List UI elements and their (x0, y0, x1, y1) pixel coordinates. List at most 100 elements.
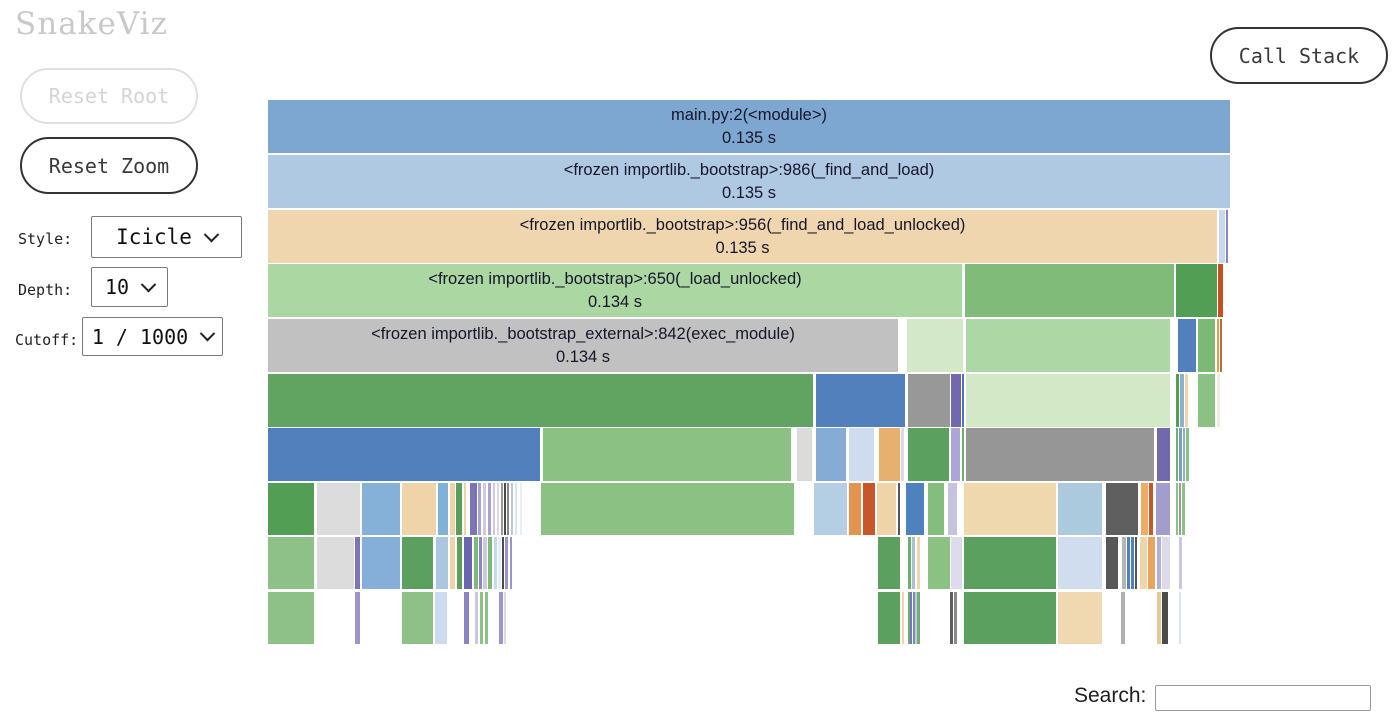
chart-segment[interactable] (1179, 428, 1182, 481)
chart-segment[interactable] (908, 374, 950, 427)
chart-segment[interactable] (464, 592, 469, 644)
chart-segment[interactable] (951, 537, 962, 589)
reset-zoom-button[interactable]: Reset Zoom (20, 137, 198, 194)
chart-segment[interactable] (1157, 592, 1161, 644)
chart-segment[interactable] (950, 592, 953, 644)
chart-segment[interactable] (317, 483, 360, 535)
chart-segment[interactable] (964, 483, 1056, 535)
call-stack-button[interactable]: Call Stack (1210, 27, 1388, 84)
chart-segment[interactable] (965, 264, 1174, 317)
chart-segment[interactable] (479, 537, 482, 589)
chart-segment[interactable] (908, 537, 911, 589)
chart-segment[interactable] (1179, 537, 1182, 589)
chart-segment[interactable] (483, 537, 487, 589)
reset-root-button[interactable]: Reset Root (20, 68, 198, 124)
chart-segment[interactable] (962, 428, 964, 481)
chart-segment[interactable] (1106, 483, 1138, 535)
chart-segment[interactable] (902, 592, 904, 644)
chart-segment[interactable] (1182, 483, 1185, 535)
chart-segment[interactable] (464, 537, 472, 589)
chart-segment[interactable] (863, 483, 875, 535)
chart-segment[interactable] (1131, 537, 1134, 589)
chart-segment[interactable] (474, 537, 478, 589)
chart-segment[interactable] (878, 592, 900, 644)
chart-segment[interactable] (435, 592, 447, 644)
chart-segment[interactable] (1162, 592, 1168, 644)
chart-segment[interactable] (317, 537, 354, 589)
chart-segment[interactable] (1162, 537, 1170, 589)
chart-segment[interactable] (879, 428, 900, 481)
chart-segment[interactable] (502, 537, 504, 589)
chart-segment[interactable] (1219, 210, 1225, 263)
chart-segment[interactable] (814, 483, 847, 535)
chart-segment[interactable] (402, 592, 433, 644)
chart-segment[interactable] (501, 483, 503, 535)
chart-segment[interactable] (457, 537, 462, 589)
chart-segment[interactable] (268, 483, 314, 535)
chart-segment[interactable] (966, 319, 1170, 372)
chart-segment[interactable] (475, 592, 478, 644)
chart-segment[interactable] (1176, 374, 1179, 427)
chart-segment[interactable] (1218, 264, 1223, 317)
chart-segment[interactable] (1220, 319, 1222, 372)
chart-segment[interactable] (520, 483, 522, 535)
chart-segment[interactable] (1156, 483, 1170, 535)
chart-segment[interactable] (1179, 592, 1181, 644)
chart-segment[interactable] (964, 592, 1056, 644)
chart-segment[interactable] (1217, 374, 1220, 427)
chart-segment[interactable] (1179, 483, 1181, 535)
chart-segment[interactable] (470, 483, 477, 535)
chart-segment[interactable] (966, 374, 1170, 427)
chart-frame[interactable]: <frozen importlib._bootstrap_external>:8… (268, 319, 898, 372)
chart-segment[interactable] (1106, 537, 1118, 589)
chart-segment[interactable] (268, 592, 314, 644)
chart-segment[interactable] (915, 592, 917, 644)
chart-segment[interactable] (1058, 537, 1102, 589)
chart-segment[interactable] (1178, 319, 1196, 372)
chart-segment[interactable] (494, 537, 497, 589)
style-select[interactable]: Icicle (91, 216, 242, 258)
chart-segment[interactable] (917, 537, 920, 589)
chart-segment[interactable] (962, 374, 964, 427)
chart-segment[interactable] (966, 428, 1154, 481)
chart-segment[interactable] (543, 428, 791, 481)
chart-segment[interactable] (1149, 483, 1153, 535)
chart-segment[interactable] (268, 428, 540, 481)
chart-segment[interactable] (450, 537, 455, 589)
chart-segment[interactable] (1121, 592, 1125, 644)
chart-segment[interactable] (488, 483, 491, 535)
chart-segment[interactable] (355, 592, 360, 644)
chart-segment[interactable] (948, 483, 957, 535)
chart-segment[interactable] (515, 483, 517, 535)
chart-frame[interactable]: <frozen importlib._bootstrap>:986(_find_… (268, 155, 1230, 208)
chart-frame[interactable]: <frozen importlib._bootstrap>:956(_find_… (268, 210, 1217, 263)
chart-segment[interactable] (908, 592, 910, 644)
chart-segment[interactable] (849, 483, 861, 535)
cutoff-select[interactable]: 1 / 1000 (82, 317, 223, 356)
chart-segment[interactable] (1185, 374, 1188, 427)
chart-segment[interactable] (504, 483, 506, 535)
chart-segment[interactable] (951, 374, 961, 427)
chart-segment[interactable] (1183, 428, 1185, 481)
chart-segment[interactable] (483, 483, 486, 535)
chart-segment[interactable] (878, 537, 900, 589)
chart-segment[interactable] (908, 428, 949, 481)
chart-segment[interactable] (898, 483, 900, 535)
chart-segment[interactable] (268, 374, 813, 427)
chart-segment[interactable] (1122, 537, 1126, 589)
chart-segment[interactable] (499, 592, 503, 644)
chart-segment[interactable] (1058, 592, 1102, 644)
chart-segment[interactable] (1148, 537, 1155, 589)
chart-segment[interactable] (478, 483, 481, 535)
chart-segment[interactable] (507, 483, 509, 535)
chart-segment[interactable] (964, 537, 1056, 589)
chart-segment[interactable] (362, 483, 400, 535)
search-input[interactable] (1155, 685, 1371, 711)
chart-segment[interactable] (1140, 537, 1147, 589)
chart-segment[interactable] (456, 483, 462, 535)
chart-segment[interactable] (402, 537, 433, 589)
chart-segment[interactable] (510, 537, 512, 589)
chart-segment[interactable] (816, 374, 905, 427)
chart-segment[interactable] (797, 428, 812, 481)
chart-segment[interactable] (910, 592, 912, 644)
